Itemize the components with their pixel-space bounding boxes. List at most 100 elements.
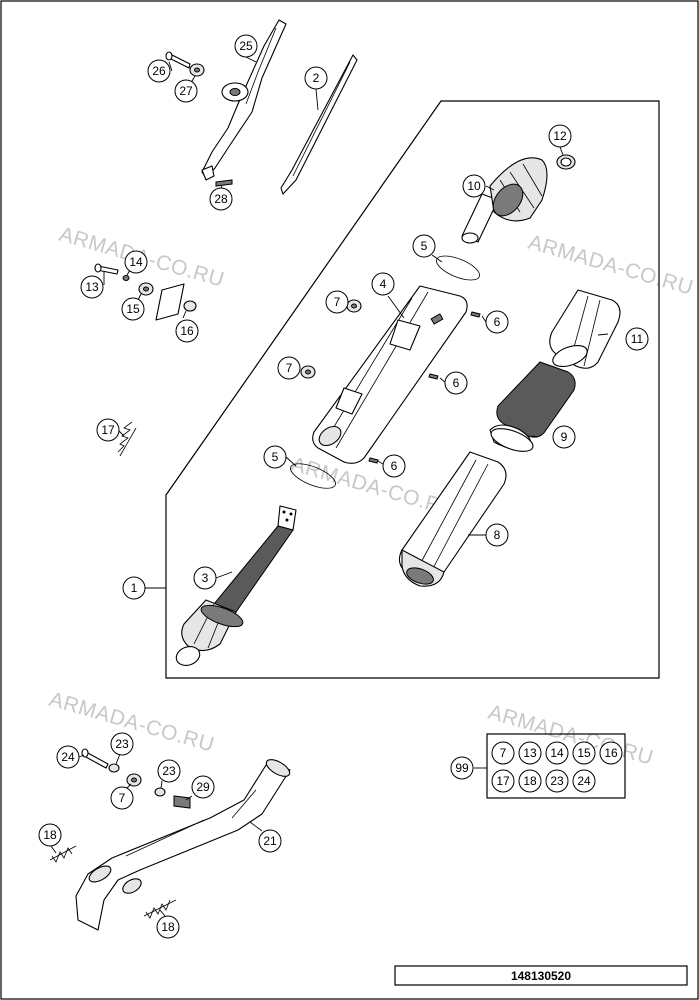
callout-10: 10 [462,174,486,198]
callout-5-bottom-number: 5 [272,450,279,464]
bolt-part [165,51,191,69]
end-piece-part [461,157,548,244]
clamp-bracket-part [155,283,185,321]
kit-item-number: 24 [577,774,591,788]
callout-6-lower: 6 [382,454,406,478]
kit-item-number: 17 [496,774,510,788]
screw-6-lower-part [368,457,379,464]
callout-1-number: 1 [131,581,138,595]
end-cap-part [556,154,576,170]
callout-29: 29 [191,775,215,799]
callout-27: 27 [174,79,198,103]
silencer-assembly-boundary [165,100,660,679]
callout-8-number: 8 [494,528,501,542]
callout-18-left: 18 [38,823,62,847]
rubber-bushing-upper-part [346,299,362,313]
callouts: 25 26 27 28 2 12 10 5 4 7 6 11 7 6 9 5 6… [38,34,649,939]
kit-item-number: 14 [550,746,564,760]
kit-box-frame [486,733,626,799]
callout-28-number: 28 [214,192,228,206]
drawing-code: 148130520 [511,969,571,983]
washer-14-part [122,275,130,281]
callout-6-middle: 6 [444,371,468,395]
perforated-insert-part [489,361,576,452]
callout-23-lower: 23 [157,759,181,783]
callout-24-number: 24 [61,750,75,764]
callout-2-number: 2 [313,71,320,85]
watermark-2: ARMADA-CO.RU [526,231,696,300]
bolt-13-part [94,263,119,275]
clip-29-part [173,795,191,809]
callout-24: 24 [56,745,80,769]
callout-10-number: 10 [467,179,481,193]
callout-3-number: 3 [202,571,209,585]
callout-99: 99 [450,756,474,780]
bracket-part [201,19,287,181]
rivet-hole [285,518,289,522]
kit-item: 17 [491,769,515,793]
callout-13-number: 13 [85,280,99,294]
callout-26-number: 26 [152,64,166,78]
screw-part [215,179,233,187]
callout-12: 12 [548,124,572,148]
callout-16: 16 [175,319,199,343]
callout-13: 13 [80,275,104,299]
callout-18-left-number: 18 [43,828,57,842]
spring-17-part [117,421,137,457]
kit-item-number: 23 [550,774,564,788]
callout-5-bottom: 5 [263,445,287,469]
callout-28: 28 [209,187,233,211]
gasket-top-part [436,255,480,281]
kit-item: 14 [545,741,569,765]
callout-9-number: 9 [561,430,568,444]
rubber-bushing-lower-part [300,365,316,379]
callout-12-number: 12 [553,129,567,143]
kit-item: 18 [518,769,542,793]
gasket-bottom-part [290,463,336,489]
cover-sleeve-part [549,289,621,369]
sleeve-23-upper-part [108,763,120,773]
callout-11-number: 11 [631,332,644,346]
screw-6-middle-part [428,373,439,380]
callout-6-lower-number: 6 [391,459,398,473]
callout-6-middle-number: 6 [453,376,460,390]
silencer-body-part [312,285,468,464]
callout-99-number: 99 [455,761,469,775]
sleeve-23-lower-part [154,787,166,797]
kit-item: 15 [572,741,596,765]
callout-3: 3 [193,566,217,590]
callout-25-number: 25 [239,39,253,53]
callout-2: 2 [304,66,328,90]
kit-item: 24 [572,769,596,793]
callout-8: 8 [485,523,509,547]
kit-item: 7 [491,741,515,765]
callout-23-upper-number: 23 [115,737,129,751]
callout-21-number: 21 [263,834,277,848]
kit-item: 23 [545,769,569,793]
inlet-cone-part [175,505,297,666]
callout-16-number: 16 [180,324,194,338]
callout-6-upper-number: 6 [494,315,501,329]
drawing-code-box: 148130520 [394,965,688,986]
callout-18-right-number: 18 [161,920,175,934]
outer-tube-part [398,451,507,587]
callout-7-header-number: 7 [119,791,126,805]
callout-17: 17 [96,418,120,442]
callout-5-top: 5 [412,234,436,258]
callout-4-number: 4 [380,277,387,291]
kit-item-number: 7 [500,746,507,760]
callout-6-upper: 6 [485,310,509,334]
header-pipe-part [75,759,291,931]
spring-18-left-part [49,845,77,863]
callout-11: 11 [625,327,649,351]
callout-23-upper: 23 [110,732,134,756]
rivet-hole [282,510,286,514]
kit-item-number: 15 [577,746,591,760]
callout-26: 26 [147,59,171,83]
callout-15: 15 [121,297,145,321]
callout-21: 21 [258,829,282,853]
callout-7-upper: 7 [325,290,349,314]
callout-7-lower-number: 7 [286,361,293,375]
